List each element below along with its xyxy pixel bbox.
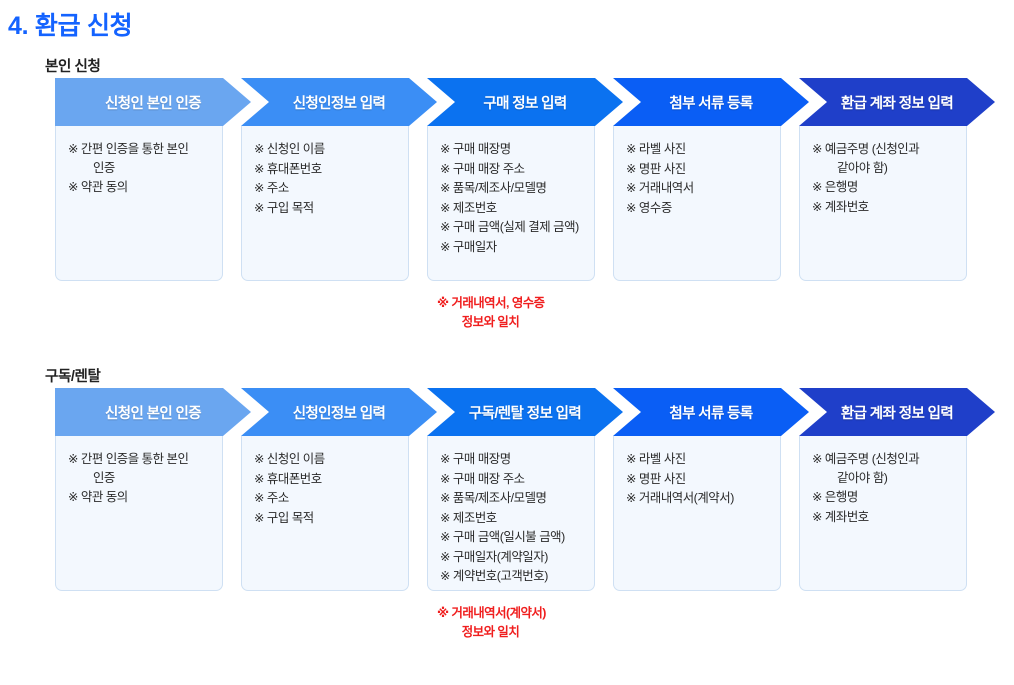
detail-item: ※ 거래내역서 xyxy=(626,181,694,195)
detail-item: ※ 신청인 이름 xyxy=(254,142,325,156)
step-detail-box-4: ※ 라벨 사진 ※ 명판 사진 ※ 거래내역서 ※ 영수증 xyxy=(613,126,781,281)
detail-item: ※ 구매 금액(실제 결제 금액) xyxy=(440,220,579,234)
flow-step-arrow-5[interactable]: 환급 계좌 정보 입력 xyxy=(799,78,995,126)
detail-item: ※ 휴대폰번호 xyxy=(254,161,322,176)
flow-step-arrow-3[interactable]: 구매 정보 입력 xyxy=(427,78,623,126)
flow-step-label: 신청인 본인 인증 xyxy=(104,405,202,422)
flow-step-label: 구독/렌탈 정보 입력 xyxy=(468,405,582,422)
detail-item: ※ 구매 매장명 xyxy=(440,452,511,466)
detail-item: ※ 라벨 사진 xyxy=(626,452,686,466)
step-detail-box-2: ※ 신청인 이름 ※ 휴대폰번호 ※ 주소 ※ 구입 목적 xyxy=(241,126,409,281)
step-detail-box-2: ※ 신청인 이름 ※ 휴대폰번호 ※ 주소 ※ 구입 목적 xyxy=(241,436,409,591)
step-detail-box-5: ※ 예금주명 (신청인과 같아야 함) ※ 은행명 ※ 계좌번호 xyxy=(799,436,967,591)
detail-item: ※ 은행명 xyxy=(812,180,858,194)
detail-item: ※ 예금주명 (신청인과 같아야 함) xyxy=(812,142,920,175)
detail-item: ※ 거래내역서(계약서) xyxy=(626,491,734,505)
flow-step-arrow-4[interactable]: 첨부 서류 등록 xyxy=(613,388,809,436)
detail-item: ※ 은행명 xyxy=(812,490,858,504)
detail-item: ※ 구매 금액(일시불 금액) xyxy=(440,530,565,544)
detail-item: ※ 예금주명 (신청인과 같아야 함) xyxy=(812,452,920,485)
step-detail-box-3: ※ 구매 매장명 ※ 구매 매장 주소 ※ 품목/제조사/모델명 ※ 제조번호 ※ 구매… xyxy=(427,126,595,281)
detail-item: ※ 간편 인증을 통한 본인 인증 xyxy=(68,142,189,175)
detail-item: ※ 제조번호 xyxy=(440,510,497,525)
flow-step-label: 첨부 서류 등록 xyxy=(669,405,753,422)
detail-item: ※ 구매 매장명 xyxy=(440,142,511,156)
detail-item: ※ 명판 사진 xyxy=(626,471,686,486)
detail-item: ※ 주소 xyxy=(254,491,289,505)
step-detail-box-4: ※ 라벨 사진 ※ 명판 사진 ※ 거래내역서(계약서) xyxy=(613,436,781,591)
flow-step-arrow-1[interactable]: 신청인 본인 인증 xyxy=(55,388,251,436)
flow-step-label: 환급 계좌 정보 입력 xyxy=(840,95,954,112)
detail-item: ※ 주소 xyxy=(254,181,289,195)
detail-item: ※ 간편 인증을 통한 본인 인증 xyxy=(68,452,189,485)
page-title: 4. 환급 신청 xyxy=(8,12,133,40)
step-note: ※ 거래내역서, 영수증 정보와 일치 xyxy=(437,296,545,329)
detail-item: ※ 구매일자 xyxy=(440,239,497,254)
section-label: 구독/렌탈 xyxy=(45,369,101,385)
detail-item: ※ 구입 목적 xyxy=(254,200,314,215)
step-flow: 신청인 본인 인증 신청인정보 입력 구독/렌탈 정보 입력 첨부 서류 등록 환급 계… xyxy=(55,388,967,436)
step-detail-box-3: ※ 구매 매장명 ※ 구매 매장 주소 ※ 품목/제조사/모델명 ※ 제조번호 ※ 구매… xyxy=(427,436,595,591)
flow-step-label: 신청인정보 입력 xyxy=(292,405,386,422)
flow-step-arrow-3[interactable]: 구독/렌탈 정보 입력 xyxy=(427,388,623,436)
detail-item: ※ 품목/제조사/모델명 xyxy=(440,181,547,195)
flow-step-label: 신청인 본인 인증 xyxy=(104,95,202,112)
detail-item: ※ 신청인 이름 xyxy=(254,452,325,466)
section-label: 본인 신청 xyxy=(45,59,101,75)
step-note: ※ 거래내역서(계약서) 정보와 일치 xyxy=(437,606,546,639)
step-detail-box-5: ※ 예금주명 (신청인과 같아야 함) ※ 은행명 ※ 계좌번호 xyxy=(799,126,967,281)
flow-step-arrow-4[interactable]: 첨부 서류 등록 xyxy=(613,78,809,126)
detail-item: ※ 구매 매장 주소 xyxy=(440,471,525,486)
flow-step-arrow-2[interactable]: 신청인정보 입력 xyxy=(241,388,437,436)
flow-step-label: 신청인정보 입력 xyxy=(292,95,386,112)
detail-item: ※ 영수증 xyxy=(626,200,672,215)
step-detail-box-1: ※ 간편 인증을 통한 본인 인증 ※ 약관 동의 xyxy=(55,436,223,591)
detail-item: ※ 품목/제조사/모델명 xyxy=(440,491,547,505)
flow-step-label: 환급 계좌 정보 입력 xyxy=(840,405,954,422)
detail-item: ※ 구매일자(계약일자) xyxy=(440,549,548,564)
flow-step-label: 구매 정보 입력 xyxy=(483,95,567,112)
detail-item: ※ 약관 동의 xyxy=(68,180,128,194)
detail-item: ※ 라벨 사진 xyxy=(626,142,686,156)
detail-item: ※ 계좌번호 xyxy=(812,509,869,524)
flow-step-arrow-1[interactable]: 신청인 본인 인증 xyxy=(55,78,251,126)
detail-item: ※ 제조번호 xyxy=(440,200,497,215)
detail-item: ※ 구매 매장 주소 xyxy=(440,161,525,176)
detail-item: ※ 휴대폰번호 xyxy=(254,471,322,486)
detail-item: ※ 구입 목적 xyxy=(254,510,314,525)
detail-item: ※ 약관 동의 xyxy=(68,490,128,504)
step-detail-box-1: ※ 간편 인증을 통한 본인 인증 ※ 약관 동의 xyxy=(55,126,223,281)
flow-step-label: 첨부 서류 등록 xyxy=(669,95,753,112)
detail-item: ※ 계좌번호 xyxy=(812,199,869,214)
step-flow: 신청인 본인 인증 신청인정보 입력 구매 정보 입력 첨부 서류 등록 환급 계좌 정… xyxy=(55,78,967,126)
flow-step-arrow-2[interactable]: 신청인정보 입력 xyxy=(241,78,437,126)
detail-item: ※ 계약번호(고객번호) xyxy=(440,569,548,583)
detail-item: ※ 명판 사진 xyxy=(626,161,686,176)
flow-step-arrow-5[interactable]: 환급 계좌 정보 입력 xyxy=(799,388,995,436)
